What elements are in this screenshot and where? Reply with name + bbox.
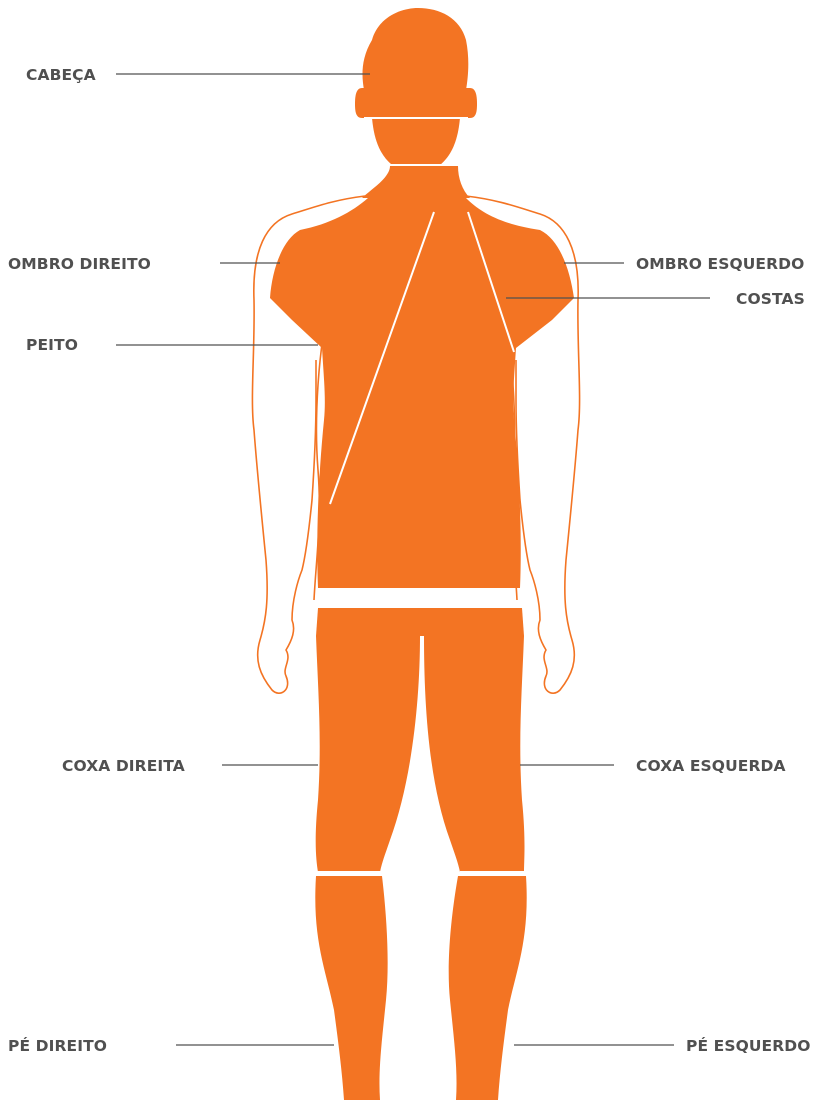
face-band xyxy=(355,88,477,118)
neck-shape xyxy=(362,166,470,198)
head-shape xyxy=(362,8,468,90)
label-peito: PEITO xyxy=(26,336,78,354)
label-cabeca: CABEÇA xyxy=(26,66,96,84)
label-coxa-direita: COXA DIREITA xyxy=(62,757,185,775)
label-pe-direito: PÉ DIREITO xyxy=(8,1037,107,1055)
right-thigh-shape xyxy=(316,636,420,872)
label-ombro-esquerdo: OMBRO ESQUERDO xyxy=(636,255,804,273)
label-pe-esquerdo: PÉ ESQUERDO xyxy=(686,1037,811,1055)
label-coxa-esquerda: COXA ESQUERDA xyxy=(636,757,786,775)
label-costas: COSTAS xyxy=(736,290,805,308)
right-shin-shape xyxy=(315,876,387,1100)
left-shin-shape xyxy=(449,876,527,1100)
jaw-shape xyxy=(372,118,460,165)
left-thigh-shape xyxy=(424,636,525,872)
label-ombro-direito: OMBRO DIREITO xyxy=(8,255,151,273)
hip-band xyxy=(316,608,524,636)
